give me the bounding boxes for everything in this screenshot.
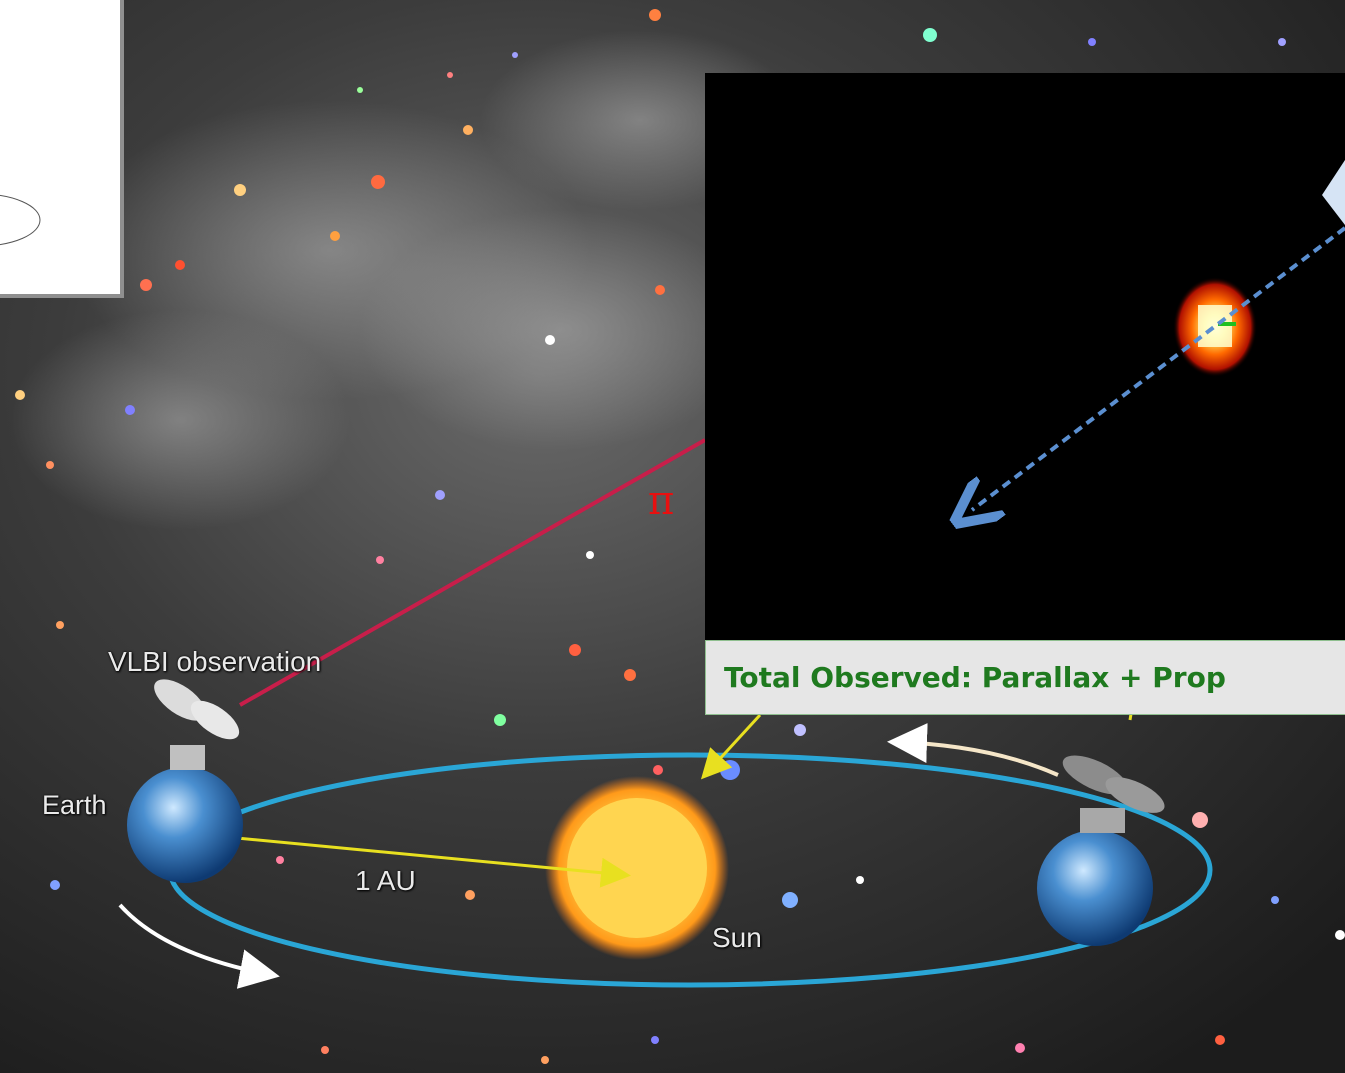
panel-ellipse-icon [0,194,41,246]
au-label: 1 AU [355,865,416,896]
caption-box: Total Observed: Parallax + Prop [705,640,1345,715]
earth-left [127,767,243,883]
nebula-cloud [360,210,760,450]
motion-arrow [972,226,1345,510]
observation-inset [705,73,1345,643]
top-left-panel [0,0,124,298]
orbit-direction-arrow [887,723,1059,777]
radio-telescope-icon [154,679,240,770]
parallax-symbol: π [648,478,675,524]
star-pointer-arrow [700,713,762,780]
vlbi-observation-label: VLBI observation [108,646,322,677]
earth-right [1037,830,1153,946]
parallax-line [239,438,706,707]
nebula-cloud [10,310,350,530]
orbit-direction-arrow [118,903,280,989]
sun-label: Sun [712,922,762,953]
radio-telescope-icon [1062,755,1165,833]
earth-label: Earth [42,790,107,820]
sun-disk [567,798,707,938]
caption-text: Total Observed: Parallax + Prop [724,661,1226,694]
star-field [15,9,1345,1064]
callout-shape [1322,160,1345,225]
au-arrow [179,817,631,888]
